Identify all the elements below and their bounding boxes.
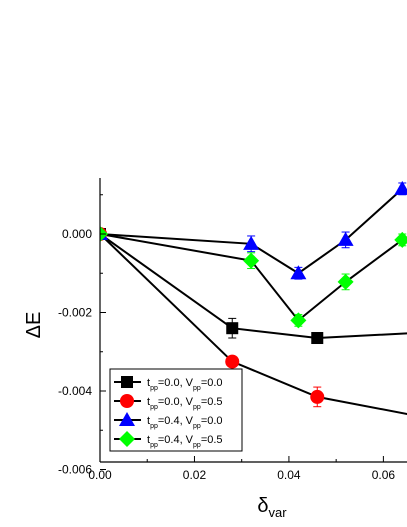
legend-marker-0 [121, 376, 133, 388]
legend-label-1: tpp=0.0, Vpp=0.5 [147, 396, 223, 411]
series-2-point [243, 235, 260, 250]
axes: 0.00 0.02 0.04 0.06 0.000 -0.002 -0.004 -0.006 [58, 178, 407, 482]
legend-marker-2 [119, 412, 135, 426]
x-axis-title-main: δ [257, 495, 268, 517]
legend-label-0: tpp=0.0, Vpp=0.0 [147, 377, 223, 392]
legend-label-2: tpp=0.4, Vpp=0.0 [147, 415, 223, 430]
series-1-point [310, 389, 325, 404]
x-axis-title: δvar [257, 495, 287, 520]
series-2-point [290, 265, 307, 280]
x-tick-label: 0.02 [183, 468, 207, 482]
series-0-line [100, 233, 407, 340]
series-3-point [394, 231, 407, 248]
x-tick-label: 0.06 [372, 468, 396, 482]
legend-marker-3 [119, 431, 135, 447]
series-0-point [311, 332, 324, 345]
y-tick-label: -0.002 [58, 306, 92, 320]
legend-label-3: tpp=0.4, Vpp=0.5 [147, 434, 223, 449]
series-3-point [243, 252, 260, 269]
x-tick-label: 0.04 [277, 468, 301, 482]
series-0-point [226, 322, 239, 335]
x-axis-title-sub: var [269, 505, 288, 520]
series-3-point [290, 312, 307, 329]
x-tick-label: 0.00 [88, 468, 112, 482]
y-tick-label: -0.006 [58, 463, 92, 477]
series-1-point [225, 354, 240, 369]
series-2-point [394, 180, 407, 195]
legend-marker-1 [120, 394, 134, 408]
legend: tpp=0.0, Vpp=0.0 tpp=0.0, Vpp=0.5 tpp=0.4,… [109, 368, 243, 452]
series-1-line [100, 233, 407, 415]
y-tick-label: -0.004 [58, 384, 92, 398]
series-3-point [337, 273, 354, 290]
y-axis-title: ΔE [23, 312, 45, 339]
y-tick-label: 0.000 [62, 227, 92, 241]
series-2-point [337, 231, 354, 246]
plot-markers [100, 180, 407, 408]
